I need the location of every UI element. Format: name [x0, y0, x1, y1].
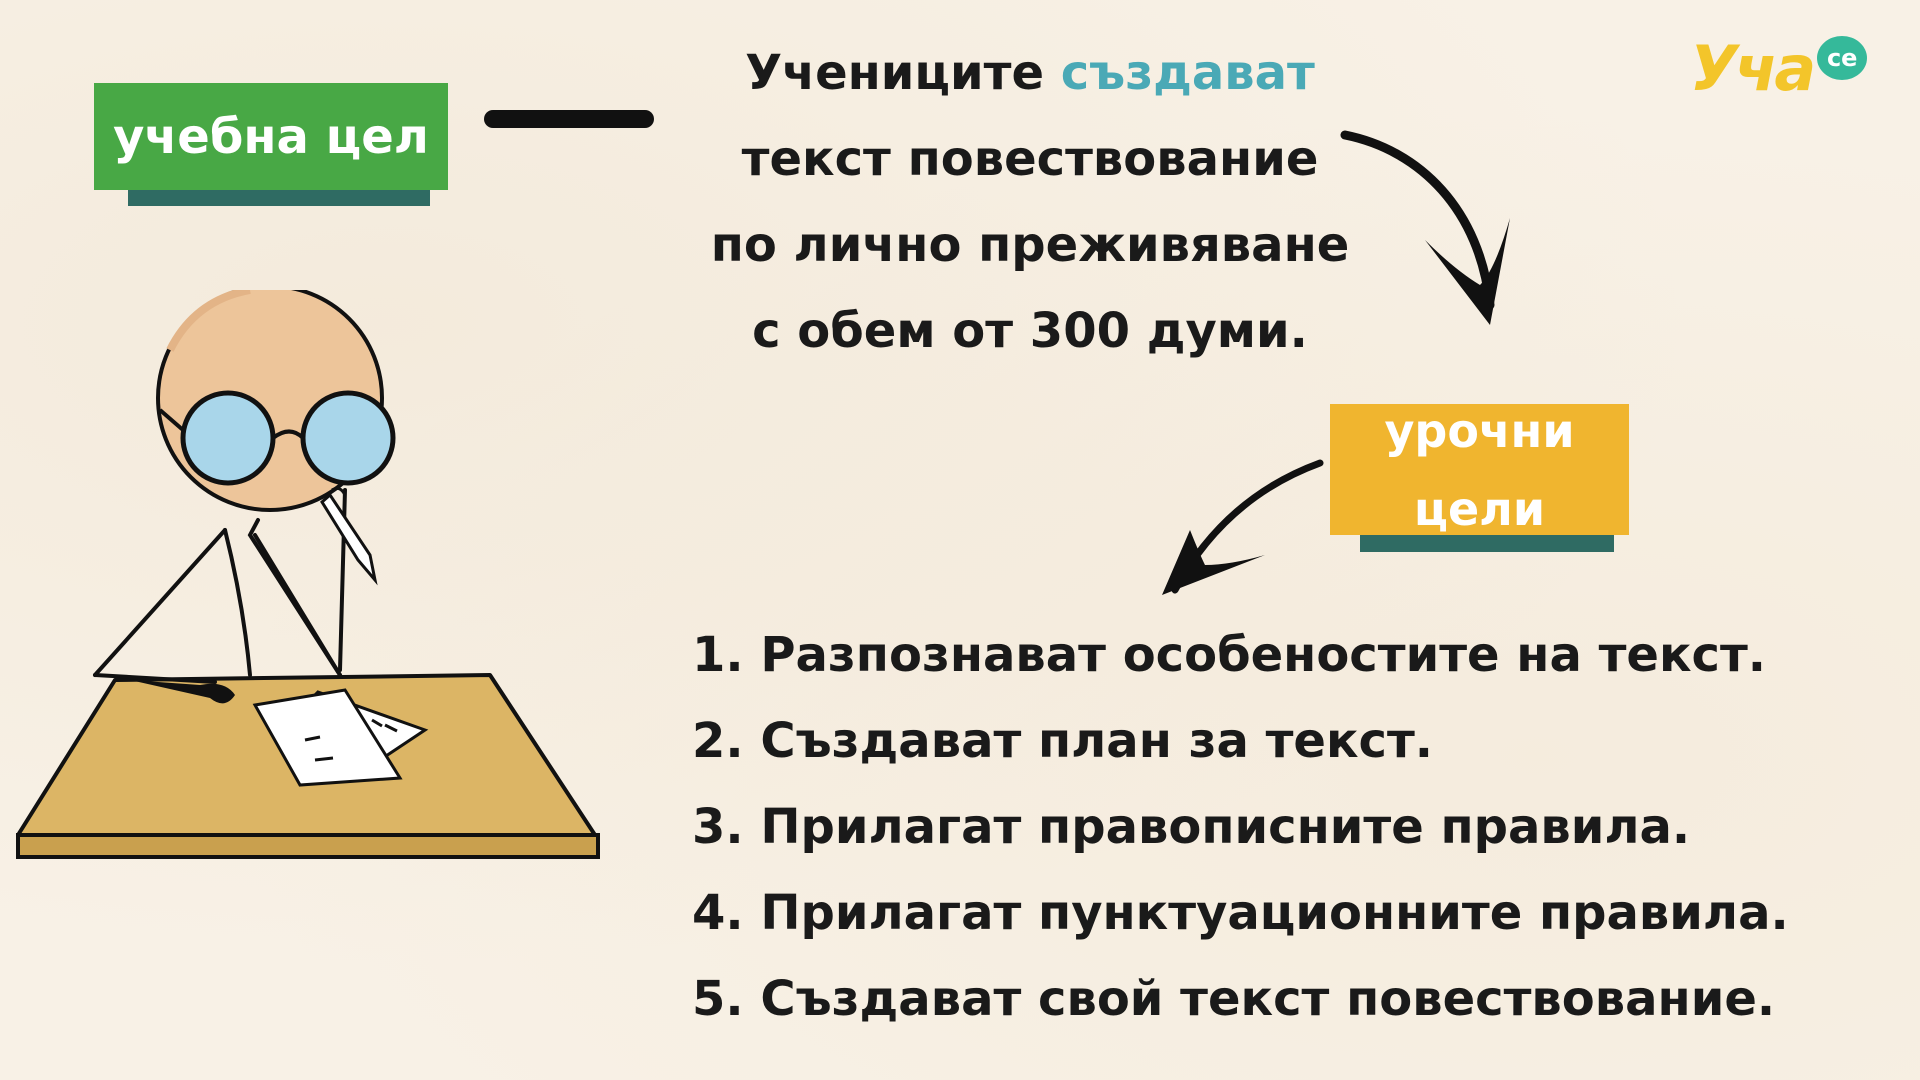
lesson-objectives-list: 1. Разпознават особеностите на текст. 2.…	[692, 612, 1812, 1042]
lesson-label-line-2: цели	[1413, 481, 1546, 536]
hand-pen	[130, 680, 235, 704]
pen-in-mouth-icon	[320, 486, 378, 586]
learning-goal-label-text: учебна цел	[113, 108, 429, 165]
glasses-icon	[158, 390, 396, 486]
goal-statement: Учениците създават текст повествование п…	[680, 30, 1380, 374]
goal-line-3: по лично преживяване	[710, 217, 1350, 273]
learning-goal-label: учебна цел	[94, 83, 448, 190]
goal-line-4: с обем от 300 думи.	[752, 303, 1308, 359]
logo-bubble: се	[1817, 36, 1868, 80]
objective-item: 1. Разпознават особеностите на текст.	[692, 627, 1767, 683]
objective-item: 2. Създават план за текст.	[692, 713, 1434, 769]
paper-sheets	[252, 688, 429, 787]
goal-line-1-text: Учениците	[745, 45, 1061, 101]
objective-item: 4. Прилагат пунктуационните правила.	[692, 885, 1789, 941]
objective-item: 3. Прилагат правописните правила.	[692, 799, 1691, 855]
logo-word: Уча	[1690, 31, 1816, 105]
goal-highlight-word: създават	[1060, 45, 1315, 101]
objective-item: 5. Създават свой текст повествование.	[692, 971, 1776, 1027]
lesson-goals-label: урочни цели	[1330, 404, 1629, 536]
character-body	[93, 488, 347, 684]
lesson-label-line-1: урочни	[1384, 403, 1575, 458]
ucha-se-logo: Уча се	[1690, 28, 1900, 108]
student-writing-illustration	[16, 290, 600, 859]
arrow-down-left-icon	[1162, 459, 1324, 595]
dash-connector	[484, 110, 654, 128]
arrow-down-right-icon	[1340, 130, 1510, 325]
goal-line-2: текст повествование	[741, 131, 1319, 187]
goal-line-1: Учениците създават	[680, 30, 1380, 116]
